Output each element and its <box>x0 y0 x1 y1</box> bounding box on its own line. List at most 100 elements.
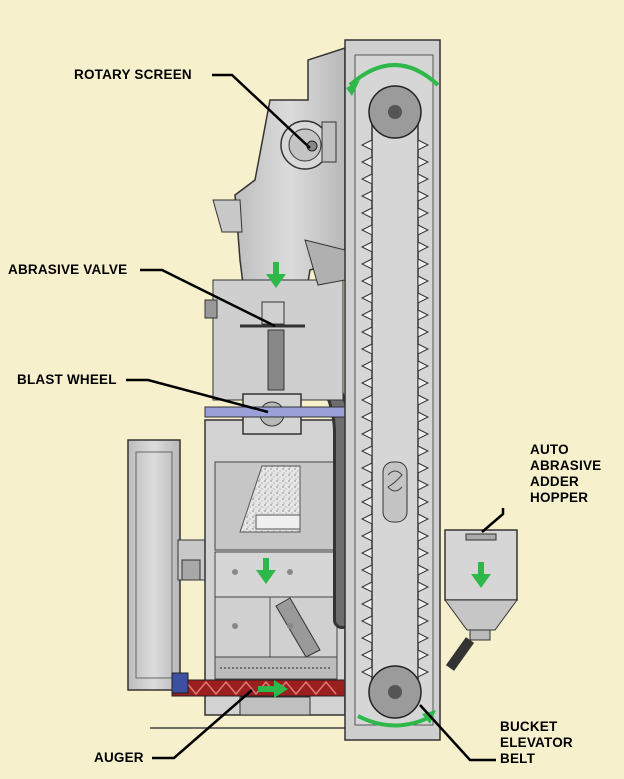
bucket-right <box>417 258 430 270</box>
flow-arrow-auger <box>258 680 288 698</box>
bucket-left <box>360 530 373 542</box>
bucket-right <box>417 139 430 151</box>
flow-arrow-down-hopper <box>266 262 286 288</box>
leader-abrasive-valve <box>140 268 276 328</box>
blast-cabinet <box>204 419 346 716</box>
bucket-left <box>360 411 373 423</box>
leader-adder-hopper <box>481 508 505 533</box>
leader-blast-wheel <box>126 378 269 414</box>
bucket-right <box>417 411 430 423</box>
label-line: ELEVATOR <box>500 735 573 750</box>
bucket-left <box>360 598 373 610</box>
rotation-arrow-top <box>348 63 440 87</box>
label-blast-wheel: BLAST WHEEL <box>17 372 117 387</box>
elevator-buckets <box>360 139 430 678</box>
bucket-right <box>417 496 430 508</box>
bucket-left <box>360 224 373 236</box>
bucket-right <box>417 360 430 372</box>
bucket-left <box>360 275 373 287</box>
bottom-pulley <box>368 665 422 719</box>
bucket-right <box>417 343 430 355</box>
bucket-right <box>417 445 430 457</box>
bucket-left <box>360 207 373 219</box>
top-pulley <box>368 85 422 139</box>
bucket-left <box>360 360 373 372</box>
bucket-right <box>417 530 430 542</box>
bucket-left <box>360 564 373 576</box>
bucket-right <box>417 547 430 559</box>
bucket-left <box>360 326 373 338</box>
bucket-right <box>417 207 430 219</box>
bucket-left <box>360 649 373 661</box>
bucket-right <box>417 666 430 678</box>
bucket-left <box>360 479 373 491</box>
bucket-right <box>417 632 430 644</box>
bucket-left <box>360 615 373 627</box>
bucket-left <box>360 139 373 151</box>
bucket-right <box>417 564 430 576</box>
bucket-right <box>417 479 430 491</box>
bucket-left <box>360 394 373 406</box>
bucket-right <box>417 326 430 338</box>
bucket-left <box>360 547 373 559</box>
bucket-left <box>360 666 373 678</box>
bucket-left <box>360 462 373 474</box>
blast-wheel-unit <box>204 393 346 435</box>
bucket-right <box>417 581 430 593</box>
bucket-left <box>360 190 373 202</box>
bucket-left <box>360 377 373 389</box>
label-auger: AUGER <box>94 750 144 765</box>
bucket-left <box>360 343 373 355</box>
flow-arrow-down-cabinet <box>256 558 276 584</box>
bucket-right <box>417 394 430 406</box>
leader-auger <box>152 689 253 760</box>
label-line: AUTO <box>530 442 569 457</box>
bucket-right <box>417 309 430 321</box>
label-line: ABRASIVE <box>530 458 602 473</box>
inspection-window <box>382 461 408 523</box>
leader-bucket-elevator <box>419 704 496 762</box>
label-auto-abrasive-adder-hopper: AUTO ABRASIVE ADDER HOPPER <box>530 442 601 506</box>
bucket-left <box>360 632 373 644</box>
bucket-right <box>417 156 430 168</box>
bucket-right <box>417 428 430 440</box>
bucket-left <box>360 445 373 457</box>
bucket-right <box>417 173 430 185</box>
separator-housing <box>204 46 346 401</box>
bucket-left <box>360 258 373 270</box>
bucket-left <box>360 292 373 304</box>
bucket-right <box>417 241 430 253</box>
bucket-right <box>417 292 430 304</box>
bucket-left <box>360 496 373 508</box>
bucket-right <box>417 615 430 627</box>
label-rotary-screen: ROTARY SCREEN <box>74 67 192 82</box>
adder-hopper <box>444 529 518 671</box>
leader-rotary-screen <box>212 73 311 149</box>
bucket-left <box>360 241 373 253</box>
bucket-right <box>417 462 430 474</box>
bucket-right <box>417 190 430 202</box>
bucket-right <box>417 377 430 389</box>
label-abrasive-valve: ABRASIVE VALVE <box>8 262 128 277</box>
flow-arrow-down-adder <box>471 562 491 588</box>
label-line: ADDER <box>530 474 580 489</box>
bucket-right <box>417 598 430 610</box>
bucket-left <box>360 581 373 593</box>
label-line: HOPPER <box>530 490 589 505</box>
label-line: BELT <box>500 751 536 766</box>
bucket-left <box>360 156 373 168</box>
rotation-arrow-bottom <box>357 714 433 728</box>
bucket-left <box>360 513 373 525</box>
bucket-left <box>360 173 373 185</box>
bucket-left <box>360 428 373 440</box>
bucket-right <box>417 649 430 661</box>
label-bucket-elevator-belt: BUCKET ELEVATOR BELT <box>500 719 573 767</box>
label-line: BUCKET <box>500 719 558 734</box>
deflector-plate <box>275 597 321 658</box>
bucket-right <box>417 275 430 287</box>
motor-housing <box>127 439 209 691</box>
bucket-right <box>417 513 430 525</box>
bucket-left <box>360 309 373 321</box>
bucket-right <box>417 224 430 236</box>
